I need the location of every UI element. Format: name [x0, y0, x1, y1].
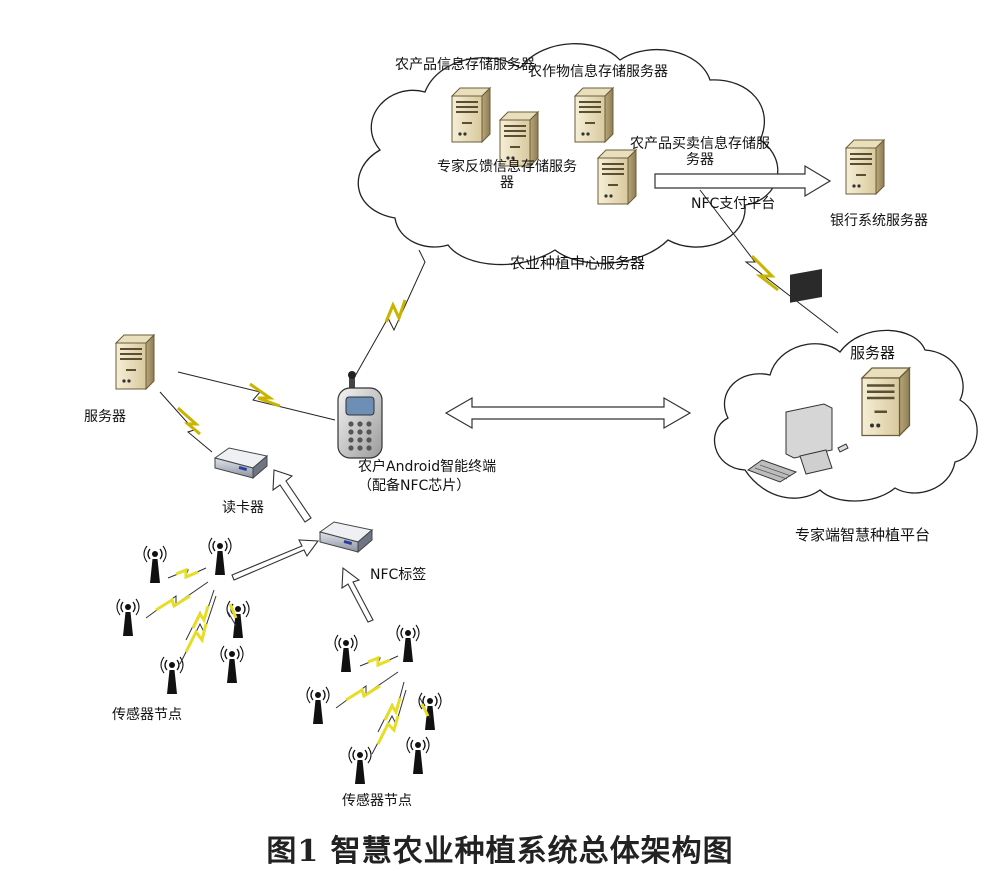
expert-feedback-server-icon [499, 111, 539, 167]
sensor-node-icon [208, 537, 232, 576]
nfc-tag-label: NFC标签 [370, 567, 427, 583]
expert-platform-label: 专家端智慧种植平台 [795, 526, 931, 544]
product-info-server-label: 农产品信息存储服务器 [395, 57, 535, 73]
expert-server-icon [861, 367, 911, 437]
sensor-node-icon [116, 598, 140, 637]
crop-info-server-label: 农作物信息存储服务器 [528, 64, 668, 80]
sensor-node-icon [143, 545, 167, 584]
bank-server-label: 银行系统服务器 [830, 213, 928, 229]
product-info-server-icon [451, 87, 491, 143]
sensor-cluster-2 [306, 624, 442, 785]
trade-info-server-label: 农产品买卖信息存储服务器 [630, 136, 770, 168]
sensor-cluster-1 [116, 537, 250, 695]
expert-server-label: 服务器 [850, 344, 896, 362]
sensor-node-label-1: 传感器节点 [112, 707, 182, 723]
nfc-tag-icon [319, 521, 373, 553]
center-server-label: 农业种植中心服务器 [510, 254, 646, 272]
card-reader-icon [214, 447, 268, 479]
card-reader-label: 读卡器 [222, 500, 264, 516]
expert-computer-icon [746, 269, 849, 483]
android-terminal-label: 农户Android智能终端（配备NFC芯片） [358, 459, 497, 494]
sensor2-to-tag-arrow [341, 566, 374, 623]
left-server-icon [115, 334, 155, 390]
tag-to-reader-arrow [272, 469, 312, 523]
expert-feedback-server-label: 专家反馈信息存储服务器 [437, 159, 577, 191]
sensor-node-icon [348, 746, 372, 785]
wireless-links [159, 189, 839, 453]
sensor-node-label-2: 传感器节点 [342, 793, 412, 809]
sensor-node-icon [160, 656, 184, 695]
sensor1-to-tag-arrow [231, 539, 320, 581]
sensor-node-icon [220, 645, 244, 684]
crop-info-server-icon [574, 87, 614, 143]
figure-caption: 图1 智慧农业种植系统总体架构图 [266, 834, 734, 869]
android-terminal-icon [337, 371, 383, 459]
sensor-node-icon [396, 624, 420, 663]
nfc-payment-label: NFC支付平台 [691, 196, 776, 212]
expert-platform-cloud [713, 329, 978, 502]
sensor-node-icon [406, 736, 430, 775]
bank-server-icon [845, 139, 885, 195]
left-server-label: 服务器 [84, 409, 126, 425]
payment-arrow [654, 164, 832, 198]
sensor-node-icon [306, 686, 330, 725]
sensor-node-icon [418, 692, 442, 731]
bidirectional-arrow [444, 396, 692, 430]
sensor-node-icon [334, 634, 358, 673]
